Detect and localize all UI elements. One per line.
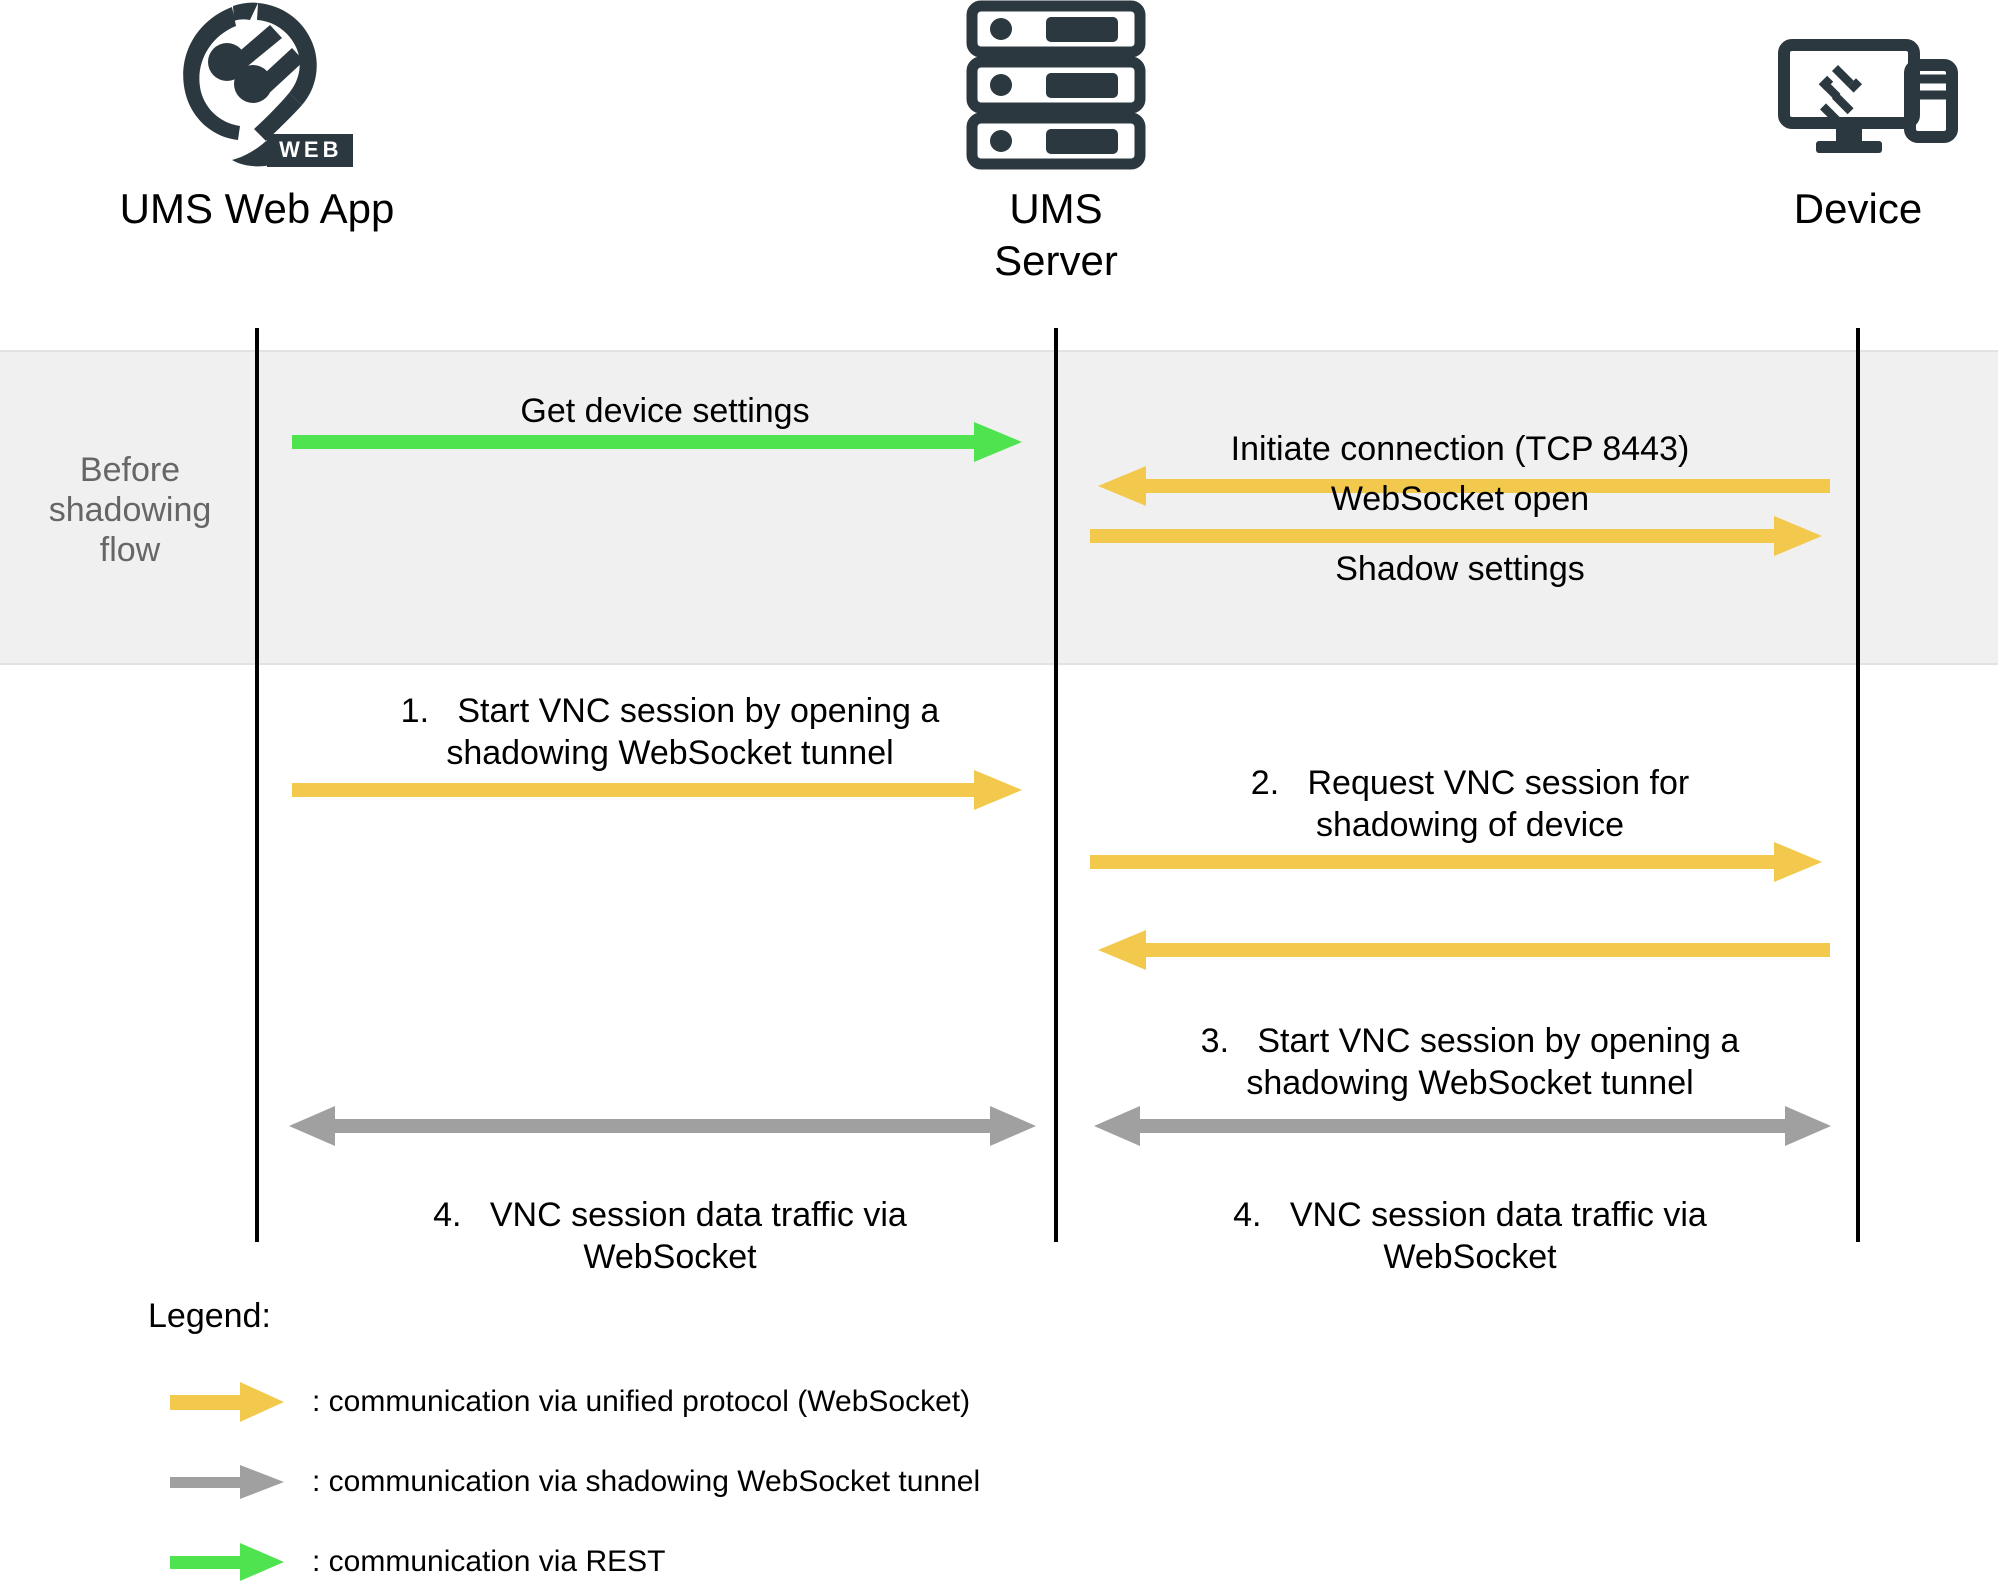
server-rack-glyph-icon	[966, 0, 1146, 170]
step-text-3: Start VNC session by opening a shadowing…	[1246, 1022, 1740, 1102]
legend-text-shadow-tunnel: : communication via shadowing WebSocket …	[312, 1465, 981, 1498]
participant-label-device: Device	[1793, 185, 1923, 232]
message-label-step-2: 2. Request VNC session for shadowing of …	[1090, 720, 1850, 846]
message-arrow-step-4-left	[285, 1102, 1040, 1150]
lifeline-ums-server	[1054, 328, 1058, 1242]
phase-label-before-shadowing-flow: Before shadowing flow	[48, 451, 212, 569]
monitor-desktop-glyph-icon	[1778, 39, 1958, 153]
step-number-4-left: 4.	[433, 1196, 462, 1234]
ums-swirl-logo-icon	[182, 2, 317, 167]
message-arrow-step-1	[292, 766, 1032, 814]
before-shadowing-flow-band	[0, 350, 1998, 665]
legend-arrow-shadow-tunnel-icon	[170, 1465, 284, 1499]
message-arrow-step-4-right	[1090, 1102, 1835, 1150]
legend-text-unified: : communication via unified protocol (We…	[312, 1385, 971, 1418]
step-text-4-right: VNC session data traffic via WebSocket	[1289, 1196, 1707, 1276]
participant-ums-server: UMS Server	[906, 0, 1206, 287]
message-label-step-1: 1. Start VNC session by opening a shadow…	[280, 648, 1060, 774]
message-arrow-initiate-connection	[1090, 462, 1830, 510]
message-label-step-4-right: 4. VNC session data traffic via WebSocke…	[1090, 1152, 1850, 1278]
lifeline-ums-web-app	[255, 328, 259, 1242]
step-text-4-left: VNC session data traffic via WebSocket	[489, 1196, 907, 1276]
step-number-2: 2.	[1250, 764, 1280, 802]
step-text-1: Start VNC session by opening a shadowing…	[446, 692, 940, 772]
message-arrow-get-device-settings	[292, 418, 1032, 466]
participant-label-ums-server: UMS Server	[994, 185, 1118, 284]
step-number-1: 1.	[400, 692, 430, 730]
legend-item-rest: : communication via REST	[170, 1538, 665, 1586]
message-arrow-step-2	[1090, 838, 1830, 886]
server-rack-icon	[906, 0, 1206, 175]
message-label-step-3: 3. Start VNC session by opening a shadow…	[1090, 978, 1850, 1104]
step-number-3: 3.	[1200, 1022, 1230, 1060]
message-label-initiate-connection: Initiate connection (TCP 8443)	[1230, 430, 1690, 468]
legend-text-rest: : communication via REST	[312, 1545, 666, 1578]
message-arrow-step-3	[1090, 926, 1830, 974]
message-label-step-4-left: 4. VNC session data traffic via WebSocke…	[280, 1152, 1060, 1278]
legend-item-shadow-tunnel: : communication via shadowing WebSocket …	[170, 1458, 980, 1506]
legend-item-unified: : communication via unified protocol (We…	[170, 1378, 970, 1426]
legend-arrow-unified-icon	[170, 1382, 284, 1422]
participant-label-ums-web-app: UMS Web App	[119, 185, 395, 232]
message-label-get-device-settings: Get device settings	[520, 392, 810, 430]
web-badge: WEB	[267, 134, 353, 167]
step-number-4-right: 4.	[1233, 1196, 1262, 1234]
legend-title: Legend:	[148, 1297, 271, 1335]
lifeline-device	[1856, 328, 1860, 1242]
message-label-websocket-open: WebSocket open	[1330, 480, 1590, 518]
message-label-shadow-settings: Shadow settings	[1335, 550, 1585, 588]
ums-web-logo-icon: WEB	[82, 0, 432, 175]
participant-device: Device	[1708, 0, 2002, 235]
participant-ums-web-app: WEB UMS Web App	[82, 0, 432, 235]
legend-arrow-rest-icon	[170, 1543, 284, 1581]
step-text-2: Request VNC session for shadowing of dev…	[1307, 764, 1690, 844]
monitor-desktop-icon	[1708, 0, 2002, 175]
message-arrow-websocket-open	[1090, 512, 1830, 560]
